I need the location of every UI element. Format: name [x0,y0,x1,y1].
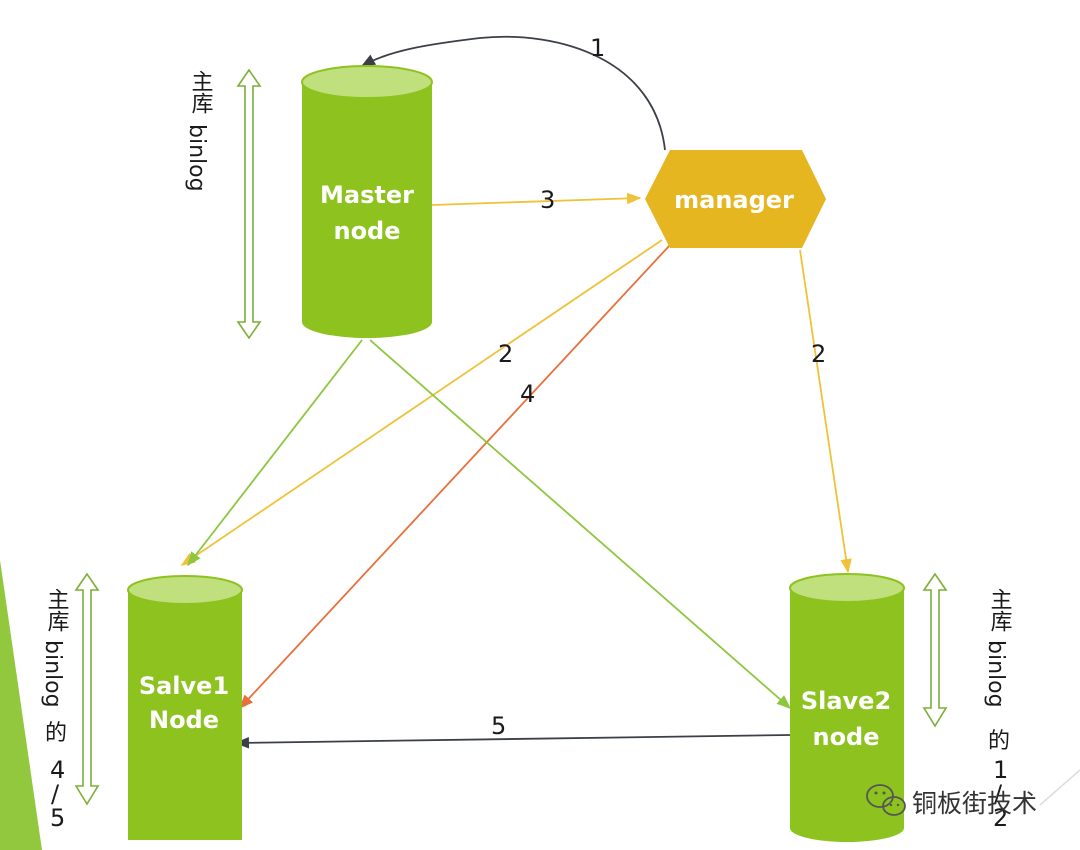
slave1-binlog-sep: / [51,780,60,808]
slave1-node-label-line2: Node [149,706,219,734]
edge-manager-to-master [360,35,666,151]
slave1-binlog-cjk: 主库 [44,588,70,632]
edge-manager-to-slave1 [180,239,663,566]
master-node-label-line1: Master [320,181,414,209]
manager-node: manager [645,150,826,248]
edge-slave2-to-slave1 [234,734,791,749]
slave1-node: Salve1 Node [127,575,243,840]
watermark: 铜板街技术 [866,784,1037,818]
master-node: Master node [301,65,433,338]
edge-label-2-right: 2 [811,340,826,368]
edge-master-to-slave2 [369,339,792,709]
slave2-node-label-line2: node [812,723,879,751]
slave2-binlog-label: 主库 binlog 的 1 / 2 [983,588,1013,832]
slave1-node-label-line1: Salve1 [139,672,229,700]
edge-label-3: 3 [540,186,555,214]
slave1-binlog-range-arrow [74,572,100,806]
slave1-binlog-label: 主库 binlog 的 4 / 5 [40,588,70,832]
accent-triangle [0,560,42,850]
slave2-binlog-suffix: 的 [988,729,1010,754]
master-binlog-range-arrow [236,68,262,340]
edge-label-5: 5 [491,712,506,740]
edge-label-4: 4 [520,380,535,408]
slave2-binlog-latin: binlog [983,640,1008,708]
slave2-binlog-range-arrow [922,572,948,728]
slave1-binlog-num: 4 [50,756,65,784]
edge-master-to-manager [431,192,642,206]
edge-label-1: 1 [590,34,605,62]
slave1-binlog-latin: binlog [40,640,65,708]
slave2-binlog-num: 1 [993,756,1008,784]
edge-label-2-left: 2 [498,340,513,368]
edge-master-to-slave1 [187,339,363,567]
slave1-binlog-den: 5 [50,804,65,832]
master-binlog-latin: binlog [184,124,209,192]
edge-manager-to-slave2 [799,249,852,574]
master-node-label-line2: node [333,217,400,245]
slave2-node-label-line1: Slave2 [801,687,891,715]
wechat-icon [866,784,906,816]
slave1-binlog-suffix: 的 [45,721,67,746]
slave2-node: Slave2 node [789,573,905,842]
manager-node-label: manager [674,186,794,214]
edge-manager-to-slave1-red [239,244,671,710]
corner-line [1039,769,1080,806]
slave2-binlog-sep: / [994,780,1003,808]
slave2-binlog-den: 2 [993,804,1008,832]
slave2-binlog-cjk: 主库 [987,588,1013,632]
watermark-text: 铜板街技术 [912,789,1037,818]
master-binlog-label: 主库 binlog [184,70,214,192]
master-binlog-cjk: 主库 [188,70,214,114]
